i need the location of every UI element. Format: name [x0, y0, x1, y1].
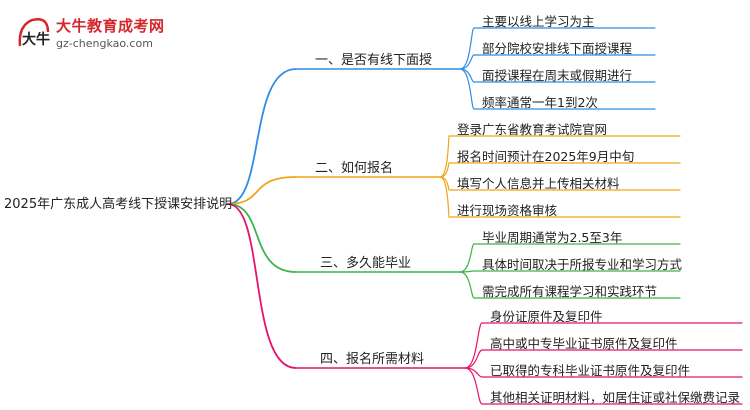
leaf-node: 身份证原件及复印件	[490, 309, 603, 324]
leaf-node: 主要以线上学习为主	[482, 14, 595, 29]
root-node: 2025年广东成人高考线下授课安排说明	[4, 197, 233, 212]
leaf-node: 具体时间取决于所报专业和学习方式	[482, 257, 683, 272]
leaf-connector	[439, 176, 450, 218]
leaf-node: 其他相关证明材料，如居住证或社保缴费记录	[490, 390, 741, 405]
leaf-connector	[459, 271, 475, 299]
leaf-node: 频率通常一年1到2次	[482, 95, 598, 110]
leaf-node: 部分院校安排线下面授课程	[482, 41, 633, 56]
leaf-node: 报名时间预计在2025年9月中旬	[457, 149, 635, 164]
leaf-node: 已取得的专科毕业证书原件及复印件	[490, 363, 691, 378]
logo-mark-text: 大牛	[22, 31, 50, 48]
leaf-node: 登录广东省教育考试院官网	[457, 122, 608, 137]
branch-node: 一、是否有线下面授	[315, 53, 433, 68]
leaf-node: 进行现场资格审核	[457, 203, 558, 218]
logo-title: 大牛教育成考网	[56, 17, 165, 35]
leaf-connector	[459, 54, 475, 70]
branch-connector	[227, 203, 297, 369]
branch-node: 二、如何报名	[315, 161, 394, 176]
leaf-node: 需完成所有课程学习和实践环节	[482, 284, 658, 299]
branch-connector	[227, 176, 297, 205]
leaf-connector	[459, 27, 475, 70]
leaf-node: 面授课程在周末或假期进行	[482, 68, 633, 83]
logo-url: gz-chengkao.com	[56, 37, 153, 50]
site-logo: 大牛 大牛教育成考网 gz-chengkao.com	[14, 12, 214, 56]
branch-node: 四、报名所需材料	[320, 352, 425, 367]
leaf-connector	[464, 367, 483, 405]
leaf-node: 毕业周期通常为2.5至3年	[482, 230, 623, 245]
branch-node: 三、多久能毕业	[320, 256, 412, 271]
branch-connector	[227, 203, 297, 273]
leaf-connector	[459, 68, 475, 110]
branch-connector	[227, 68, 297, 205]
leaf-connector	[459, 243, 475, 273]
leaf-node: 高中或中专毕业证书原件及复印件	[490, 336, 678, 351]
logo-mark-icon: 大牛	[18, 18, 50, 48]
leaf-connector	[464, 322, 483, 369]
leaf-connector	[464, 349, 483, 369]
leaf-node: 填写个人信息并上传相关材料	[457, 176, 620, 191]
leaf-connector	[439, 135, 450, 178]
